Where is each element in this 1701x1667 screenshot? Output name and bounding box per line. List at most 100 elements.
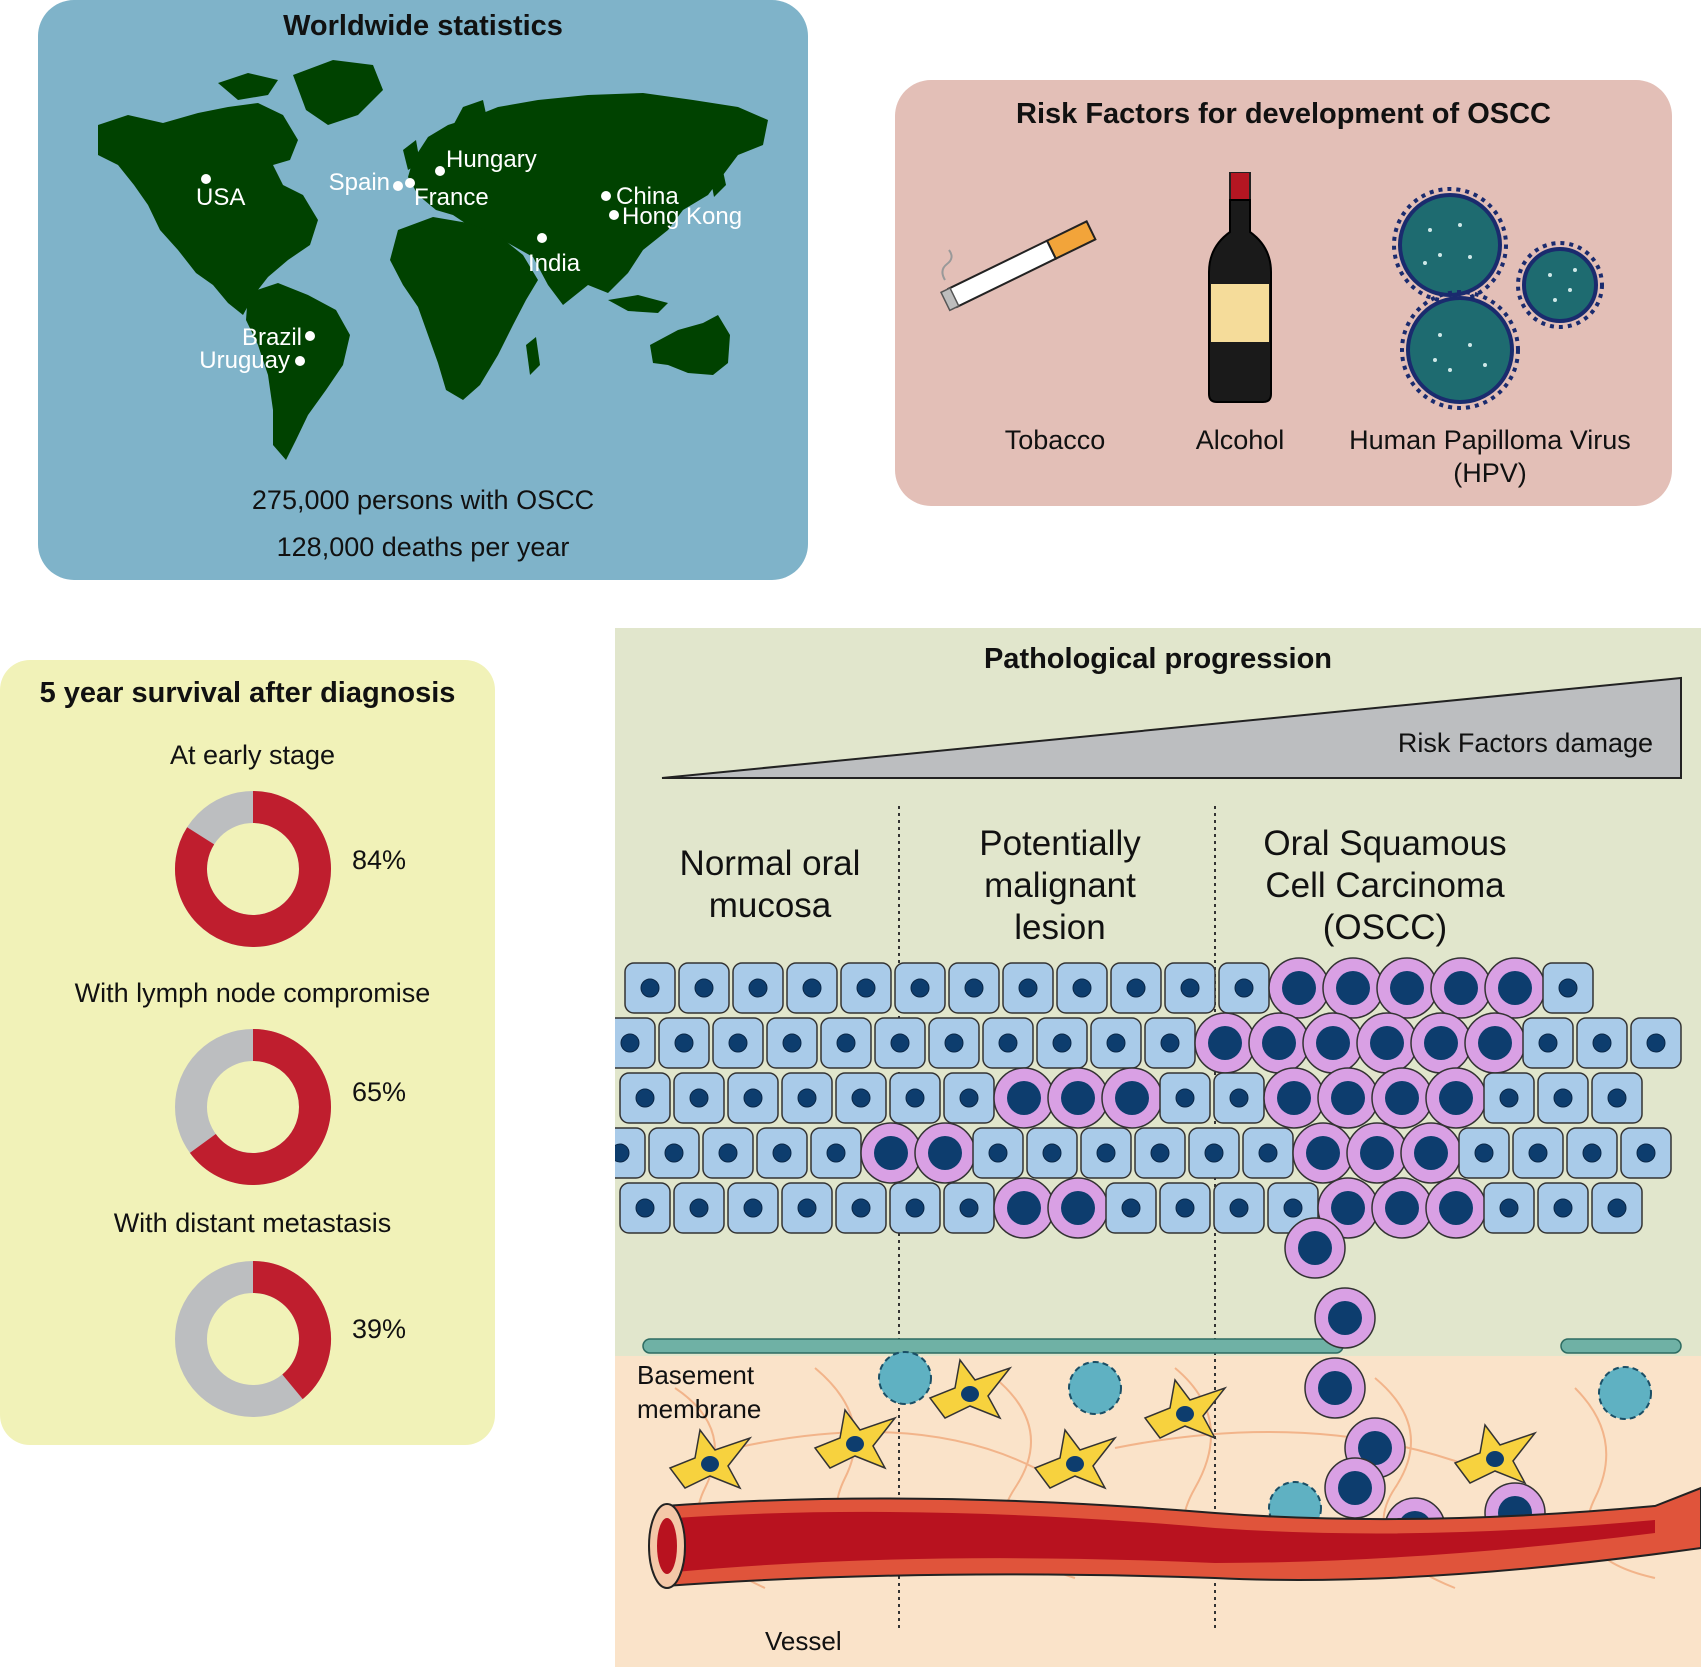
tumor-cell — [1356, 1012, 1418, 1074]
label-france: France — [414, 184, 489, 211]
epithelial-cell — [678, 962, 730, 1014]
australia — [650, 315, 730, 375]
epithelial-cell — [972, 1127, 1024, 1179]
tumor-cell — [1317, 1177, 1379, 1239]
pathological-progression-panel: Pathological progression Risk Factors da… — [615, 628, 1701, 1667]
tumor-cell — [1371, 1067, 1433, 1129]
marker-china — [601, 191, 611, 201]
epithelial-cell — [1213, 1182, 1265, 1234]
risk-factors-panel: Risk Factors for development of OSCC Tob… — [895, 80, 1672, 506]
arctic-islands — [218, 73, 278, 100]
epithelial-cell — [756, 1127, 808, 1179]
donut-survival-arc — [252, 1261, 331, 1400]
africa — [390, 217, 538, 400]
epithelial-cell — [1542, 962, 1594, 1014]
continents — [98, 60, 768, 460]
epithelial-cell — [1218, 962, 1270, 1014]
epithelial-cell — [1576, 1017, 1628, 1069]
stat-cases: 275,000 persons with OSCC — [251, 485, 595, 515]
epithelial-cell — [1537, 1072, 1589, 1124]
epithelial-cell — [943, 1182, 995, 1234]
epithelial-cell — [1512, 1127, 1564, 1179]
tumor-cell — [1346, 1122, 1408, 1184]
tumor-cell — [1400, 1122, 1462, 1184]
wine-bottle-icon — [1208, 172, 1272, 403]
basement-membrane — [642, 1338, 1344, 1354]
risk-gradient-wedge — [661, 676, 1682, 779]
survival-pct-metastasis: 39% — [352, 1314, 407, 1344]
epithelial-cell — [835, 1072, 887, 1124]
survival-label-metastasis: With distant metastasis — [113, 1208, 392, 1238]
epithelial-cell — [1483, 1182, 1535, 1234]
marker-spain — [393, 181, 403, 191]
epithelial-cell — [982, 1017, 1034, 1069]
basement-membrane-right — [1560, 1338, 1682, 1354]
epithelial-cell — [712, 1017, 764, 1069]
epithelial-cell — [766, 1017, 818, 1069]
tumor-cell — [1302, 1012, 1364, 1074]
worldwide-statistics-panel: Worldwide statistics — [38, 0, 808, 580]
survival-pct-early: 84% — [352, 845, 407, 875]
epithelial-cell — [615, 1127, 646, 1179]
tumor-cell — [1047, 1177, 1109, 1239]
japan — [708, 157, 726, 197]
donut-survival-arc — [189, 1029, 331, 1185]
epithelial-cell — [732, 962, 784, 1014]
tumor-cell — [1248, 1012, 1310, 1074]
tumor-cell — [1101, 1067, 1163, 1129]
epithelial-cell — [1134, 1127, 1186, 1179]
uk — [403, 140, 420, 170]
north-america — [98, 103, 318, 315]
greenland — [293, 60, 383, 125]
epithelial-cell — [673, 1182, 725, 1234]
risk-label-hpv-abbr: (HPV) — [1453, 458, 1527, 488]
tumor-cell — [914, 1122, 976, 1184]
basement-label-line1: Basement — [637, 1360, 755, 1390]
marker-uruguay — [295, 356, 305, 366]
epithelial-cell — [1537, 1182, 1589, 1234]
epithelial-cell — [624, 962, 676, 1014]
epithelial-cell — [1002, 962, 1054, 1014]
survival-pct-lymph: 65% — [352, 1077, 407, 1107]
epithelial-cell — [1164, 962, 1216, 1014]
label-hungary: Hungary — [446, 146, 537, 173]
fibroblast — [1033, 1428, 1118, 1490]
epithelial-cell — [781, 1182, 833, 1234]
label-brazil: Brazil — [242, 324, 302, 351]
epithelial-cell — [673, 1072, 725, 1124]
invading-tumor-cell — [1314, 1287, 1376, 1349]
tumor-cell — [993, 1067, 1055, 1129]
stage-premalignant-line1: Potentially — [979, 824, 1141, 863]
virus-icon — [1392, 187, 1604, 410]
epithelial-cell — [928, 1017, 980, 1069]
fibroblast — [1143, 1378, 1228, 1440]
marker-usa — [201, 174, 211, 184]
stage-oscc: Oral Squamous Cell Carcinoma (OSCC) — [1235, 823, 1535, 949]
epithelial-cell — [894, 962, 946, 1014]
epithelial-cell — [619, 1182, 671, 1234]
epithelial-cell — [1522, 1017, 1574, 1069]
epithelial-cell — [727, 1072, 779, 1124]
indonesia — [608, 295, 668, 313]
tumor-cell — [1322, 957, 1384, 1019]
tumor-cell — [1430, 957, 1492, 1019]
invading-tumor-cell — [1284, 1217, 1346, 1279]
epithelial-cell — [702, 1127, 754, 1179]
donut-lymph — [175, 1029, 331, 1185]
risk-label-alcohol: Alcohol — [1195, 425, 1285, 455]
tumor-cell — [1047, 1067, 1109, 1129]
survival-label-lymph: With lymph node compromise — [74, 978, 431, 1008]
marker-france — [405, 178, 415, 188]
epithelial-cell — [1458, 1127, 1510, 1179]
epithelial-cell — [1056, 962, 1108, 1014]
epithelial-cell — [889, 1072, 941, 1124]
south-america — [246, 283, 350, 460]
epithelial-cell — [874, 1017, 926, 1069]
fibroblast — [668, 1428, 753, 1490]
epithelial-cell — [1188, 1127, 1240, 1179]
stage-oscc-line3: (OSCC) — [1322, 908, 1448, 947]
epithelial-cell — [820, 1017, 872, 1069]
world-map: USA Spain France Hungary China Hong Kong… — [98, 60, 768, 460]
label-hong-kong: Hong Kong — [622, 203, 742, 230]
vessel-label: Vessel — [765, 1626, 842, 1656]
